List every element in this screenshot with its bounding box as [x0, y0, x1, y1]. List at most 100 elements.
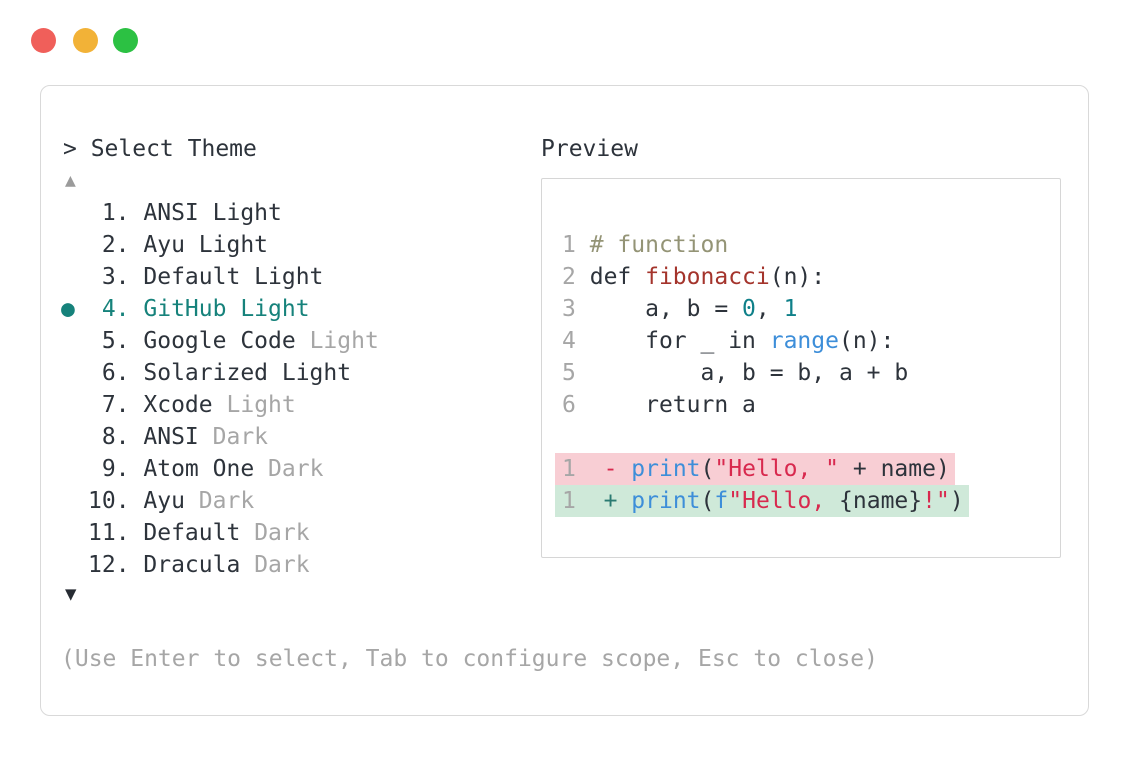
code-token: def	[589, 264, 646, 290]
line-number: 1	[562, 488, 576, 514]
theme-item-name: Default	[143, 520, 241, 546]
window-maximize-button[interactable]	[113, 28, 138, 53]
theme-item-variant: Dark	[212, 424, 269, 450]
theme-item-dracula[interactable]: 12. Dracula Dark	[61, 549, 379, 581]
code-token: # function	[589, 232, 729, 258]
code-token: return a	[589, 392, 756, 418]
code-token: print	[631, 488, 701, 514]
code-token: 0	[742, 296, 756, 322]
code-token: f	[714, 488, 729, 514]
theme-item-number: 2.	[101, 232, 130, 258]
line-number: 2	[562, 264, 576, 290]
theme-item-default[interactable]: 11. Default Dark	[61, 517, 379, 549]
theme-item-google-code[interactable]: 5. Google Code Light	[61, 325, 379, 357]
theme-item-number: 7.	[101, 392, 130, 418]
code-token: a, b =	[589, 296, 743, 322]
code-token: a, b = b, a + b	[589, 360, 909, 386]
code-token	[590, 456, 604, 482]
code-token: fibonacci	[645, 264, 770, 290]
theme-item-name: Atom One	[143, 456, 255, 482]
code-token: 1	[783, 296, 798, 322]
theme-item-number: 11.	[88, 520, 130, 546]
theme-item-name: Google Code	[143, 328, 296, 354]
code-token: +	[603, 488, 618, 514]
code-token: (	[700, 488, 715, 514]
code-line-6: 6 return a	[562, 389, 1060, 421]
code-token: range	[769, 328, 839, 354]
theme-item-ayu-light[interactable]: 2. Ayu Light	[61, 229, 379, 261]
line-number: 1	[562, 456, 576, 482]
theme-item-variant: Dark	[198, 488, 255, 514]
scroll-up-icon[interactable]: ▲	[65, 170, 76, 191]
theme-item-variant: Dark	[254, 520, 310, 546]
code-token: + name)	[839, 456, 950, 482]
select-theme-prompt: > Select Theme	[63, 136, 257, 162]
code-token	[590, 488, 604, 514]
code-token: "Hello, "	[714, 456, 840, 482]
code-token: !"	[922, 488, 950, 514]
keyboard-hints: (Use Enter to select, Tab to configure s…	[61, 646, 878, 672]
line-number: 5	[562, 360, 576, 386]
theme-item-xcode[interactable]: 7. Xcode Light	[61, 389, 379, 421]
theme-item-variant: Dark	[268, 456, 324, 482]
theme-item-number: 3.	[101, 264, 130, 290]
code-line-3: 3 a, b = 0, 1	[562, 293, 1060, 325]
code-line-7	[562, 421, 1060, 453]
diff-removed-line: 1 - print("Hello, " + name)	[555, 453, 955, 485]
theme-item-number: 5.	[101, 328, 130, 354]
code-line-4: 4 for _ in range(n):	[562, 325, 1060, 357]
code-token: ,	[755, 296, 784, 322]
theme-item-name: ANSI	[143, 424, 199, 450]
code-token	[617, 456, 631, 482]
theme-item-atom-one[interactable]: 9. Atom One Dark	[61, 453, 379, 485]
code-token: (	[700, 456, 715, 482]
selected-bullet-icon: ●	[61, 296, 75, 322]
theme-item-number: 12.	[88, 552, 130, 578]
line-number: 1	[562, 232, 576, 258]
theme-item-variant: Light	[226, 392, 296, 418]
code-line-9: 1 + print(f"Hello, {name}!")	[555, 485, 1060, 517]
theme-item-github-light[interactable]: ● 4. GitHub Light	[61, 293, 379, 325]
theme-item-number: 10.	[88, 488, 130, 514]
theme-item-number: 6.	[101, 360, 130, 386]
code-token: -	[603, 456, 618, 482]
window-minimize-button[interactable]	[73, 28, 98, 53]
theme-item-ayu[interactable]: 10. Ayu Dark	[61, 485, 379, 517]
scroll-down-icon[interactable]: ▼	[65, 583, 77, 605]
theme-item-number: 4.	[101, 296, 130, 322]
code-token	[617, 488, 631, 514]
code-token: (n):	[769, 264, 826, 290]
line-number: 6	[562, 392, 576, 418]
theme-item-ansi[interactable]: 8. ANSI Dark	[61, 421, 379, 453]
theme-item-number: 8.	[101, 424, 130, 450]
theme-item-name: Dracula	[143, 552, 241, 578]
code-line-2: 2 def fibonacci(n):	[562, 261, 1060, 293]
code-line-5: 5 a, b = b, a + b	[562, 357, 1060, 389]
code-line-8: 1 - print("Hello, " + name)	[555, 453, 1060, 485]
theme-item-name: ANSI Light	[143, 200, 282, 226]
diff-added-line: 1 + print(f"Hello, {name}!")	[555, 485, 969, 517]
theme-item-number: 1.	[101, 200, 130, 226]
theme-item-name: Ayu	[143, 488, 185, 514]
code-token: "Hello,	[728, 488, 840, 514]
code-line-1: 1 # function	[562, 229, 1060, 261]
theme-item-name: GitHub Light	[143, 296, 310, 322]
theme-item-name: Xcode	[143, 392, 213, 418]
code-token: )	[949, 488, 964, 514]
code-token: for _ in	[589, 328, 770, 354]
code-token: print	[631, 456, 701, 482]
window-close-button[interactable]	[31, 28, 56, 53]
code-token: {name}	[839, 488, 923, 514]
theme-item-variant: Dark	[254, 552, 310, 578]
theme-item-variant: Light	[309, 328, 379, 354]
code-token: (n):	[838, 328, 895, 354]
theme-item-name: Solarized Light	[143, 360, 352, 386]
theme-item-solarized-light[interactable]: 6. Solarized Light	[61, 357, 379, 389]
theme-item-number: 9.	[101, 456, 130, 482]
theme-item-default-light[interactable]: 3. Default Light	[61, 261, 379, 293]
theme-item-ansi-light[interactable]: 1. ANSI Light	[61, 197, 379, 229]
line-number: 3	[562, 296, 576, 322]
